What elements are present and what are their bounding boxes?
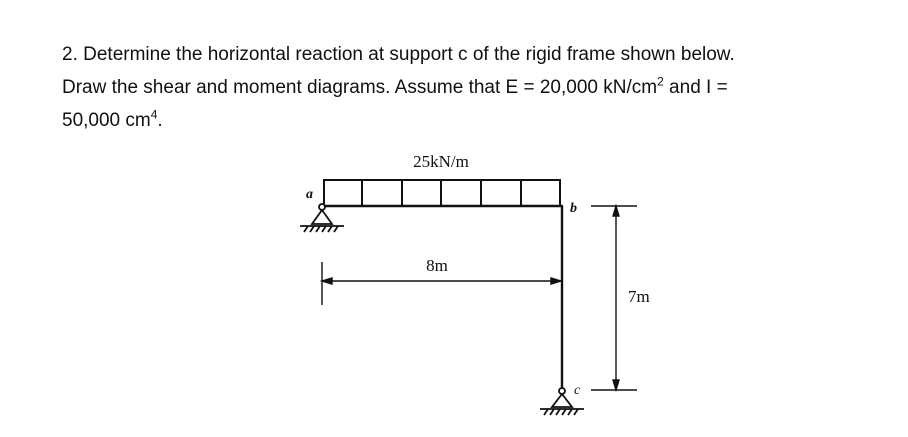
node-a-label: a: [306, 187, 313, 202]
problem-line-3: 50,000 cm4.: [62, 107, 163, 131]
pin-support-c-icon: [540, 387, 584, 416]
load-label: 25kN/m: [413, 152, 469, 171]
problem-statement: 2. Determine the horizontal reaction at …: [62, 38, 882, 137]
span-dimension: [319, 262, 564, 305]
problem-line-2: Draw the shear and moment diagrams. Assu…: [62, 74, 728, 98]
height-dimension: [591, 203, 637, 393]
distributed-load: [323, 179, 561, 207]
node-b-label: b: [570, 201, 577, 216]
problem-line-1: 2. Determine the horizontal reaction at …: [62, 44, 735, 65]
span-label: 8m: [426, 256, 448, 275]
height-label: 7m: [628, 287, 650, 306]
node-c-label: c: [574, 383, 581, 398]
pin-support-a-icon: [300, 203, 344, 233]
